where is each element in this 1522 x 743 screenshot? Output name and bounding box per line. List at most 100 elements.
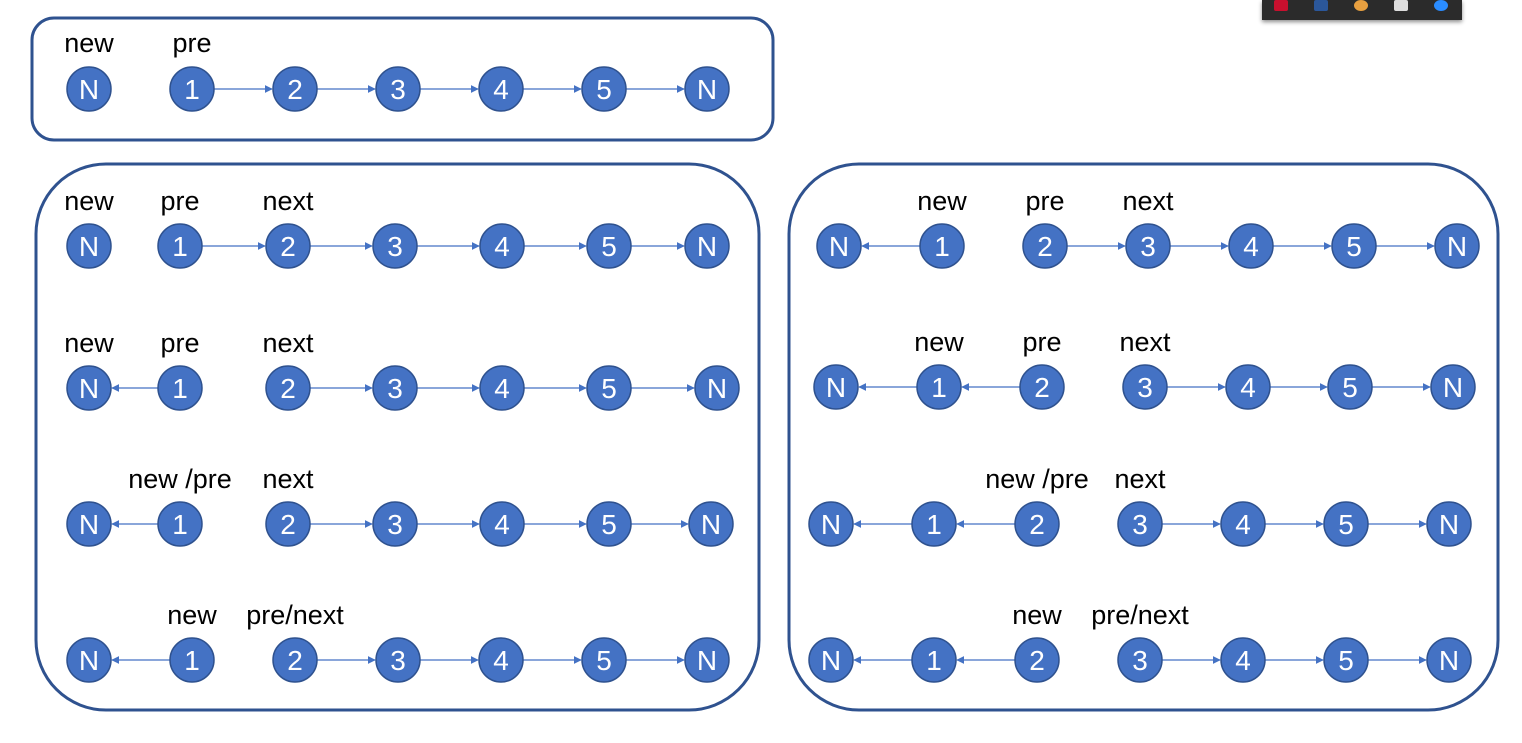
null-node: N xyxy=(66,223,112,269)
node-circle xyxy=(372,365,418,411)
null-node: N xyxy=(66,501,112,547)
node-circle xyxy=(1331,223,1377,269)
node-circle xyxy=(919,223,965,269)
list-node: 3 xyxy=(372,365,418,411)
node-label: 5 xyxy=(601,373,617,404)
node-label: 5 xyxy=(1342,372,1358,403)
null-node: N xyxy=(1430,364,1476,410)
node-circle xyxy=(684,66,730,112)
pointer-label: new /pre xyxy=(985,464,1089,494)
node-circle xyxy=(478,66,524,112)
null-node: N xyxy=(816,223,862,269)
node-label: 5 xyxy=(1346,231,1362,262)
node-label: 5 xyxy=(596,74,612,105)
list-node: 3 xyxy=(372,501,418,547)
node-circle xyxy=(265,501,311,547)
node-circle xyxy=(372,501,418,547)
node-label: 2 xyxy=(1037,231,1053,262)
list-node: 5 xyxy=(1323,637,1369,683)
node-circle xyxy=(66,223,112,269)
node-circle xyxy=(694,365,740,411)
node-circle xyxy=(375,66,421,112)
list-node: 4 xyxy=(1228,223,1274,269)
null-node: N xyxy=(1434,223,1480,269)
node-circle xyxy=(66,66,112,112)
node-circle xyxy=(1122,364,1168,410)
node-label: N xyxy=(79,509,99,540)
node-circle xyxy=(1117,501,1163,547)
node-circle xyxy=(1022,223,1068,269)
list-node: 3 xyxy=(375,637,421,683)
node-label: 3 xyxy=(387,231,403,262)
pointer-label: next xyxy=(1122,186,1174,216)
pointer-label: next xyxy=(1119,327,1171,357)
pointer-label: next xyxy=(262,464,314,494)
node-circle xyxy=(375,637,421,683)
list-node: 2 xyxy=(265,501,311,547)
node-circle xyxy=(1225,364,1271,410)
node-label: N xyxy=(1447,231,1467,262)
node-label: 3 xyxy=(390,645,406,676)
list-node: 1 xyxy=(157,365,203,411)
node-circle xyxy=(66,365,112,411)
list-node: 5 xyxy=(1327,364,1373,410)
node-label: N xyxy=(1439,645,1459,676)
app-red-icon[interactable] xyxy=(1274,0,1288,11)
node-label: 3 xyxy=(387,373,403,404)
node-circle xyxy=(808,637,854,683)
node-label: 3 xyxy=(387,509,403,540)
node-circle xyxy=(1430,364,1476,410)
node-circle xyxy=(1327,364,1373,410)
node-circle xyxy=(66,501,112,547)
node-label: N xyxy=(1443,372,1463,403)
node-circle xyxy=(581,66,627,112)
node-label: 4 xyxy=(494,509,510,540)
node-circle xyxy=(684,637,730,683)
node-label: 4 xyxy=(1240,372,1256,403)
list-node: 2 xyxy=(1022,223,1068,269)
app-orange-icon[interactable] xyxy=(1354,0,1368,11)
list-node: 2 xyxy=(1014,501,1060,547)
node-label: N xyxy=(707,373,727,404)
node-circle xyxy=(157,501,203,547)
node-label: 2 xyxy=(287,645,303,676)
null-node: N xyxy=(66,66,112,112)
bluetooth-icon[interactable] xyxy=(1434,0,1448,11)
null-node: N xyxy=(813,364,859,410)
node-circle xyxy=(911,637,957,683)
node-circle xyxy=(66,637,112,683)
node-circle xyxy=(157,223,203,269)
node-label: 1 xyxy=(926,509,942,540)
list-node: 2 xyxy=(272,66,318,112)
node-circle xyxy=(586,365,632,411)
node-label: 1 xyxy=(172,373,188,404)
list-node: 3 xyxy=(372,223,418,269)
node-label: 5 xyxy=(596,645,612,676)
node-circle xyxy=(265,365,311,411)
node-label: 2 xyxy=(1034,372,1050,403)
list-node: 4 xyxy=(478,637,524,683)
pointer-label: new xyxy=(64,28,114,58)
node-label: 1 xyxy=(184,645,200,676)
node-circle xyxy=(816,223,862,269)
dropbox-icon[interactable] xyxy=(1394,0,1408,11)
pointer-label: new xyxy=(914,327,964,357)
app-word-icon[interactable] xyxy=(1314,0,1328,11)
list-node: 1 xyxy=(157,223,203,269)
node-label: N xyxy=(79,231,99,262)
node-circle xyxy=(1426,501,1472,547)
pointer-label: new xyxy=(167,600,217,630)
node-label: N xyxy=(697,74,717,105)
node-label: 5 xyxy=(601,231,617,262)
node-label: 4 xyxy=(1235,509,1251,540)
node-label: N xyxy=(701,509,721,540)
pointer-label: pre xyxy=(1025,186,1064,216)
list-node: 3 xyxy=(1122,364,1168,410)
list-node: 3 xyxy=(1117,637,1163,683)
null-node: N xyxy=(684,637,730,683)
